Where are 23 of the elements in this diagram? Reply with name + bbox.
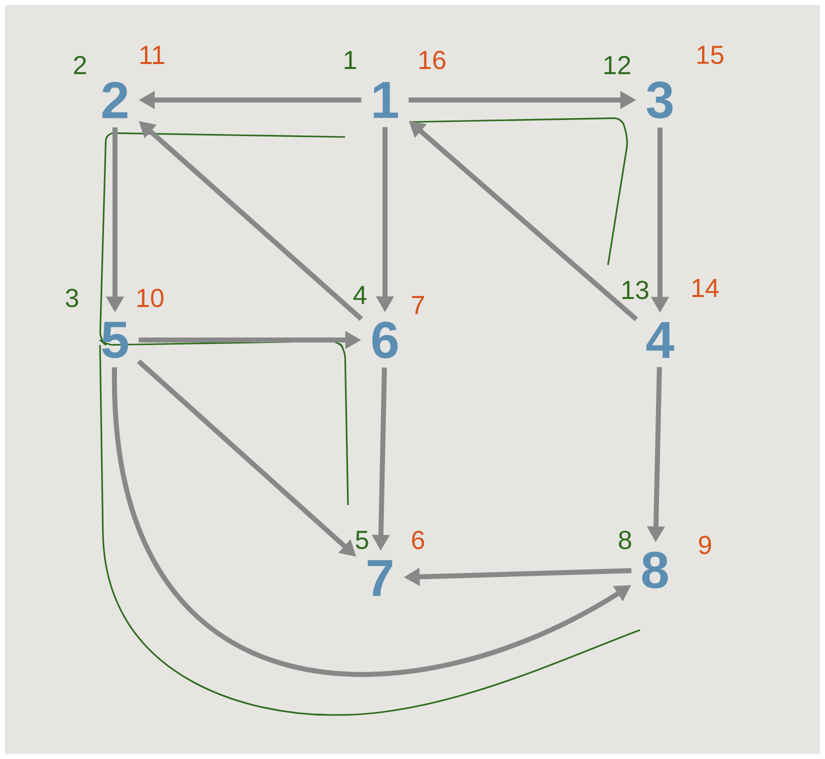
discovery-time: 8 (618, 530, 632, 550)
vertex-label: 6 (372, 322, 398, 358)
finish-time: 10 (138, 288, 164, 308)
finish-time: 6 (412, 530, 424, 550)
discovery-time: 12 (604, 56, 630, 74)
vertex-label: 2 (102, 82, 128, 118)
vertex-label: 7 (368, 560, 392, 596)
finish-time: 9 (699, 536, 711, 554)
finish-time: 11 (140, 46, 164, 64)
finish-time: 16 (420, 50, 446, 70)
finish-time: 14 (692, 279, 719, 297)
vertex-label: 3 (646, 82, 673, 118)
discovery-time: 3 (66, 288, 78, 308)
vertex-label: 8 (642, 552, 668, 588)
finish-time: 15 (698, 46, 724, 64)
discovery-time: 1 (344, 51, 356, 69)
vertex-label: 1 (374, 82, 398, 118)
finish-time: 7 (412, 296, 424, 314)
discovery-time: 13 (622, 280, 648, 300)
discovery-time: 5 (356, 530, 368, 550)
discovery-time: 4 (353, 286, 366, 304)
discovery-time: 2 (74, 56, 86, 74)
vertex-label: 4 (646, 322, 674, 358)
